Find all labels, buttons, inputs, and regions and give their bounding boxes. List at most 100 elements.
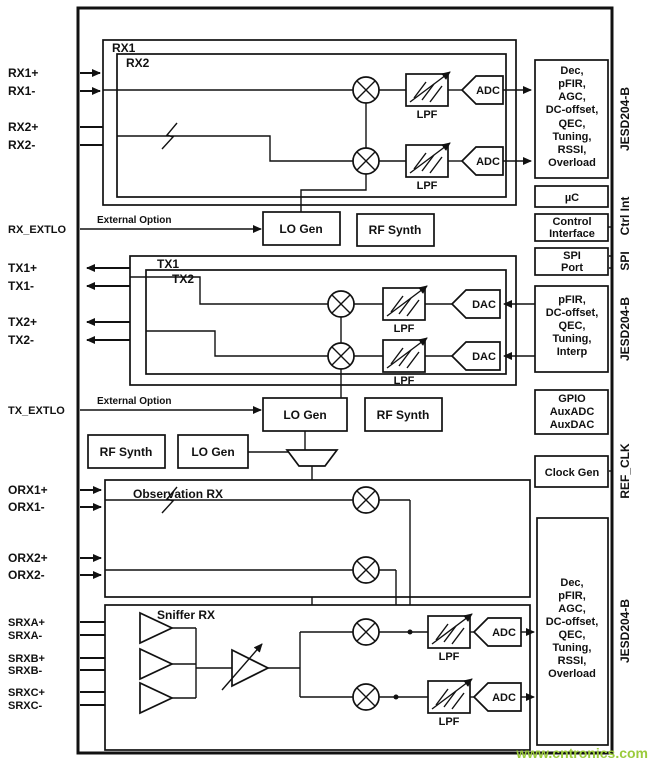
spi-port-line: SPI xyxy=(563,250,581,262)
pin-label-srxap: SRXA+ xyxy=(8,617,45,629)
sniffer-mixer1-icon xyxy=(352,618,380,646)
gpio-line: AuxDAC xyxy=(550,419,595,431)
rx1-mixer-icon xyxy=(352,76,380,104)
orx-datapath-block: Dec, pFIR, AGC, DC-offset, QEC, Tuning, … xyxy=(536,517,609,746)
aux-lo-gen-box xyxy=(177,434,249,469)
clock-gen-block: Clock Gen xyxy=(534,455,612,488)
tx-datapath-line: pFIR, xyxy=(558,294,586,306)
pin-label-rx-extlo: RX_EXTLO xyxy=(8,224,67,236)
rx1-adc-label: ADC xyxy=(476,85,500,97)
orx2-mixer-icon xyxy=(352,556,380,584)
orx1-mixer-icon xyxy=(352,486,380,514)
junction-dot xyxy=(407,629,413,635)
tx2-lpf-label: LPF xyxy=(394,375,415,387)
pin-label-srxcp: SRXC+ xyxy=(8,687,45,699)
srxc-amp-icon xyxy=(139,681,175,715)
tx2-mixer-icon xyxy=(327,342,355,370)
sniffer-mixer2-icon xyxy=(352,683,380,711)
sniffer-lpf1-block: LPF xyxy=(427,613,473,663)
rx1-section-label: RX1 xyxy=(112,41,136,55)
tx1-mixer-icon xyxy=(327,290,355,318)
rx2-lpf-label: LPF xyxy=(417,180,438,192)
sniffer-lpf2-block: LPF xyxy=(427,678,473,728)
pin-label-orx2p: ORX2+ xyxy=(8,551,48,565)
clock-gen-label: Clock Gen xyxy=(545,467,600,479)
aux-rf-synth-label: RF Synth xyxy=(100,445,153,459)
orx-datapath-line: RSSI, xyxy=(558,655,587,667)
chip-border xyxy=(76,6,614,755)
rx-datapath-line: AGC, xyxy=(558,91,586,103)
rx1-lpf-label: LPF xyxy=(417,109,438,121)
pin-label-srxbp: SRXB+ xyxy=(8,653,45,665)
tx1-section-label: TX1 xyxy=(157,257,179,271)
tx1-dac-label: DAC xyxy=(472,299,496,311)
orx-datapath-line: Overload xyxy=(548,668,596,680)
pin-label-tx-extlo: TX_EXTLO xyxy=(8,405,65,417)
control-interface-block: Control Interface xyxy=(534,213,612,242)
left-pin-labels: RX1+ RX1- RX2+ RX2- RX_EXTLO TX1+ TX1- T… xyxy=(8,66,67,712)
tx2-dac-block: DAC xyxy=(450,341,501,371)
sniffer-lpf1-label: LPF xyxy=(439,651,460,663)
control-interface-line: Interface xyxy=(549,228,595,240)
tx-datapath-line: Tuning, xyxy=(553,333,592,345)
watermark: www.cntronics.com xyxy=(515,745,648,761)
pin-label-tx1p: TX1+ xyxy=(8,261,37,275)
uc-block: µC xyxy=(534,185,609,208)
pin-label-rx2n: RX2- xyxy=(8,138,35,152)
pin-label-tx2p: TX2+ xyxy=(8,315,37,329)
rx-lo-gen-label: LO Gen xyxy=(279,222,322,236)
rx2-adc-block: ADC xyxy=(460,146,504,176)
tx2-section-label: TX2 xyxy=(172,272,194,286)
aux-lo-gen-label: LO Gen xyxy=(191,445,234,459)
rx-rf-synth-label: RF Synth xyxy=(369,223,422,237)
rx-datapath-line: RSSI, xyxy=(558,144,587,156)
rx1-adc-block: ADC xyxy=(460,75,504,105)
tx-datapath-line: Interp xyxy=(557,346,588,358)
srxa-amp-icon xyxy=(139,611,175,645)
tx2-dac-label: DAC xyxy=(472,351,496,363)
tx-section: TX1 TX2 LPF xyxy=(129,255,535,398)
tx2-lpf-block: LPF xyxy=(382,337,428,387)
sniffer-rx-label: Sniffer RX xyxy=(157,608,215,622)
rx2-lpf-block: LPF xyxy=(405,142,451,192)
rx-datapath-line: pFIR, xyxy=(558,78,586,90)
srxb-amp-icon xyxy=(139,647,175,681)
spi-port-line: Port xyxy=(561,262,583,274)
aux-rf-synth-box xyxy=(87,434,166,469)
pin-label-rx1p: RX1+ xyxy=(8,66,38,80)
orx-datapath-line: Dec, xyxy=(560,577,583,589)
rx-lo-gen-box xyxy=(262,211,341,246)
tx-lo-row: External Option LO Gen RF Synth xyxy=(80,396,443,432)
interface-label-jesd-tx: JESD204-B xyxy=(618,297,632,361)
spi-port-block: SPI Port xyxy=(534,247,612,276)
rx-section: RX1 RX2 LPF xyxy=(102,39,532,212)
orx-datapath-line: AGC, xyxy=(558,603,586,615)
right-interface-labels: JESD204-B Ctrl Int SPI JESD204-B REF_CLK… xyxy=(618,87,632,663)
pin-label-tx1n: TX1- xyxy=(8,279,34,293)
rx-datapath-line: DC-offset, xyxy=(546,104,599,116)
sniffer-rx-section: Sniffer RX xyxy=(104,604,535,751)
sniffer-adc1-label: ADC xyxy=(492,627,516,639)
interface-label-ctrl-int: Ctrl Int xyxy=(618,197,632,236)
pin-label-tx2n: TX2- xyxy=(8,333,34,347)
pin-label-srxbn: SRXB- xyxy=(8,665,43,677)
rx-datapath-line: QEC, xyxy=(559,118,586,130)
tx1-dac-block: DAC xyxy=(450,289,501,319)
gpio-line: GPIO xyxy=(558,393,586,405)
interface-label-jesd-rx: JESD204-B xyxy=(618,87,632,151)
rx-rf-synth-box xyxy=(356,213,435,247)
rx-external-option-label: External Option xyxy=(97,215,171,226)
mux-icon xyxy=(285,449,339,467)
tx-rf-synth-box xyxy=(364,397,443,432)
tx-rf-synth-label: RF Synth xyxy=(377,408,430,422)
tx1-lpf-block: LPF xyxy=(382,285,428,335)
observation-rx-section: Observation RX xyxy=(104,479,531,697)
gpio-line: AuxADC xyxy=(550,406,595,418)
right-column: Dec, pFIR, AGC, DC-offset, QEC, Tuning, … xyxy=(534,59,612,746)
orx-datapath-line: pFIR, xyxy=(558,590,586,602)
interface-label-jesd-orx: JESD204-B xyxy=(618,599,632,663)
pin-label-rx1n: RX1- xyxy=(8,84,35,98)
sniffer-adc2-label: ADC xyxy=(492,692,516,704)
